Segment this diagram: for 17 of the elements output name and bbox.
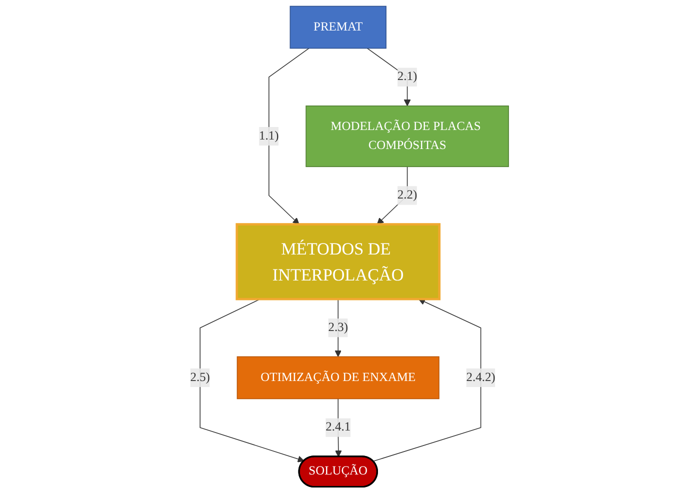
edge-label: 2.1)	[397, 70, 417, 84]
edge-label: 2.4.2)	[466, 370, 495, 384]
edge-label: 2.5)	[190, 370, 210, 384]
node-box: PREMAT	[289, 6, 386, 49]
arrow	[334, 298, 342, 357]
node-box: MODELAÇÃO DE PLACAS COMPÓSITAS	[305, 106, 509, 168]
arrow	[268, 48, 309, 225]
node-box: MÉTODOS DE INTERPOLAÇÃO	[235, 223, 440, 300]
edge-label: 1.1)	[258, 129, 278, 143]
arrow	[366, 48, 410, 106]
node-box: OTIMIZAÇÃO DE ENXAME	[236, 356, 439, 400]
arrow	[199, 298, 304, 462]
edge-label: 2.3)	[328, 320, 348, 334]
arrow	[376, 166, 408, 225]
edge-label: 2.2)	[397, 188, 417, 202]
edge-label: 2.4.1	[325, 420, 350, 434]
arrow	[372, 298, 481, 462]
